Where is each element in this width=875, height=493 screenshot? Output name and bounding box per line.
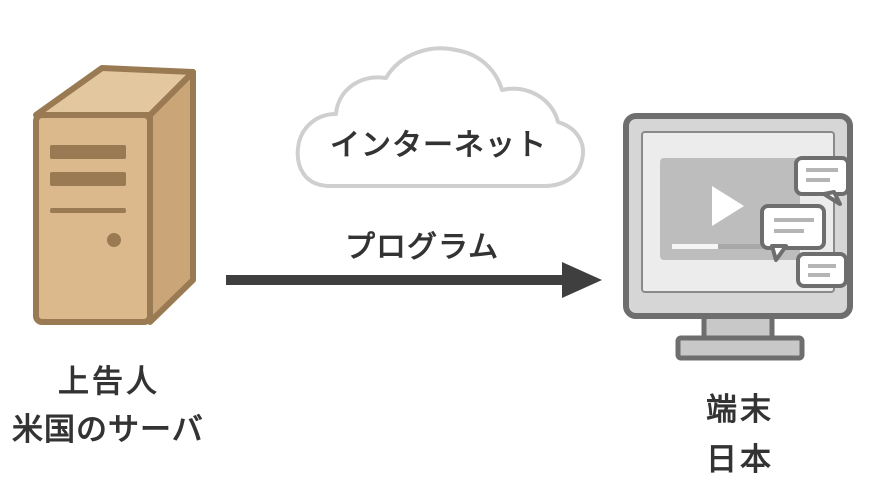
play-icon — [712, 186, 744, 226]
server-power-button — [107, 233, 121, 247]
monitor-stand-base — [675, 335, 805, 361]
device-name-label: 端末 — [706, 392, 774, 428]
video-progress-fill — [672, 244, 718, 249]
server-vent-line — [50, 208, 126, 213]
monitor-icon — [623, 113, 853, 361]
chat-bubble-icon — [794, 156, 850, 206]
arrow-label: プログラム — [345, 230, 500, 265]
server-tower-icon — [33, 65, 196, 325]
chat-bubble-icon — [760, 204, 826, 262]
server-drive-slot — [50, 145, 126, 159]
server-front-face — [33, 112, 153, 325]
cloud-label: インターネット — [330, 128, 547, 163]
video-progress-track — [672, 244, 782, 249]
device-location-label: 日本 — [706, 442, 774, 478]
server-owner-label: 上告人 — [58, 364, 160, 400]
server-drive-slot — [50, 172, 126, 186]
cloud-icon — [295, 46, 585, 188]
arrow-shaft — [226, 275, 566, 285]
arrow-right-icon — [226, 262, 602, 298]
server-location-label: 米国のサーバ — [12, 412, 204, 448]
chat-bubble-icon — [796, 252, 848, 288]
arrow-head — [562, 262, 602, 298]
